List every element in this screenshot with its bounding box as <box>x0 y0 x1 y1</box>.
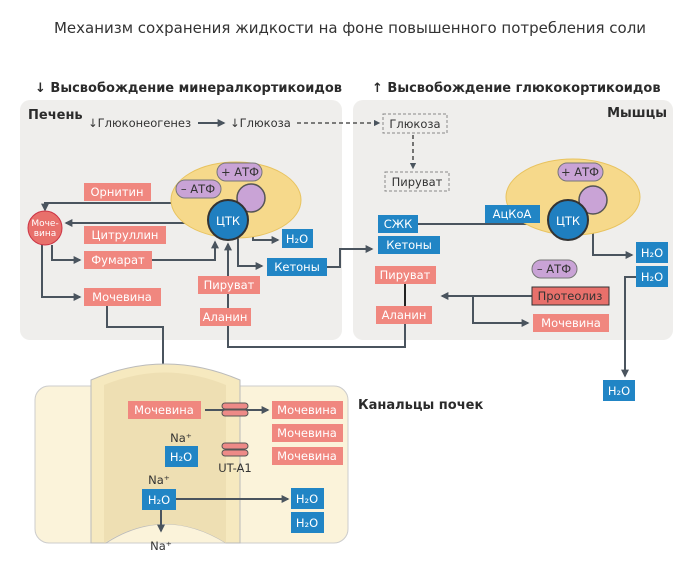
ut-a1-label: UT-A1 <box>218 461 251 475</box>
urea-cycle-text-2: вина <box>34 229 57 239</box>
muscle-etc-circle <box>578 185 608 215</box>
water-muscle-out: H₂O <box>608 384 630 398</box>
muscle-label: Мышцы <box>607 106 667 121</box>
sodium-1: Na⁺ <box>170 431 192 445</box>
fumarate: Фумарат <box>91 253 145 267</box>
liver-labels: Орнитин Цитруллин Фумарат Мочевина Пирув… <box>84 183 327 326</box>
page-title: Механизм сохранения жидкости на фоне пов… <box>54 19 646 37</box>
urea-muscle: Мочевина <box>541 316 601 330</box>
muscle-minus-atp: – АТФ <box>537 262 571 276</box>
pyruvate-box-dashed <box>384 171 450 192</box>
muscle-plus-atp-text: + АТФ <box>561 165 599 179</box>
pyruvate-liver: Пируват <box>204 278 255 292</box>
muscle-tca-circle <box>547 199 589 241</box>
glucose-label: ↓Глюкоза <box>230 116 291 130</box>
alanine-muscle: Аланин <box>382 308 427 322</box>
urea-kidney-out-1: Мочевина <box>277 403 337 417</box>
ut-a1-channel <box>221 402 249 457</box>
proteolysis: Протеолиз <box>538 289 603 303</box>
ornithine: Орнитин <box>90 185 143 199</box>
urea-cycle-text-1: Моче- <box>31 219 58 229</box>
ffa: СЖК <box>384 217 413 231</box>
pyruvate-dashed-text: Пируват <box>392 175 443 189</box>
glucose-muscle-text: Глюкоза <box>389 117 440 131</box>
alanine-liver: Аланин <box>203 310 248 324</box>
liver-etc-circle <box>236 183 266 213</box>
urea-kidney-out-3: Мочевина <box>277 449 337 463</box>
glucose-box-muscle <box>382 113 448 134</box>
urea-kidney-out-2: Мочевина <box>277 426 337 440</box>
urea-cycle-circle <box>27 210 63 246</box>
liver-minus-atp-text: – АТФ <box>181 182 215 196</box>
header-mineralocorticoids: ↓ Высвобождение минералкортикоидов <box>35 81 342 96</box>
water-liver: H₂O <box>286 232 308 246</box>
water-kidney-out-1: H₂O <box>296 492 318 506</box>
muscle-connectors <box>404 214 636 378</box>
urea-kidney-in: Мочевина <box>134 403 194 417</box>
gluconeogenesis-label: ↓Глюконеогенез <box>88 116 191 130</box>
liver-tca-circle <box>207 199 249 241</box>
ketones-muscle: Кетоны <box>386 238 432 252</box>
kidney-labels: Мочевина Мочевина Мочевина Мочевина Na⁺ … <box>128 401 343 553</box>
muscle-tca-text: ЦТК <box>556 214 580 228</box>
water-kidney-2: H₂O <box>148 493 170 507</box>
header-glucocorticoids: ↑ Высвобождение глюкокортикоидов <box>372 81 661 96</box>
water-kidney-1: H₂O <box>170 450 192 464</box>
liver-minus-atp <box>175 179 222 199</box>
liver-plus-atp <box>216 162 263 182</box>
liver-label: Печень <box>28 108 83 123</box>
water-muscle-1: H₂O <box>641 246 663 260</box>
liver-plus-atp-text: + АТФ <box>221 165 259 179</box>
pyruvate-muscle: Пируват <box>380 268 431 282</box>
kidney-label: Канальцы почек <box>358 398 483 413</box>
citrulline: Цитруллин <box>92 228 159 242</box>
muscle-plus-atp <box>557 162 604 182</box>
sodium-2: Na⁺ <box>148 473 170 487</box>
sodium-out: Na⁺ <box>150 539 172 553</box>
acetyl-coa: АцКоА <box>493 207 532 221</box>
water-muscle-2: H₂O <box>641 270 663 284</box>
water-kidney-out-2: H₂O <box>296 516 318 530</box>
muscle-labels: АцКоА СЖК Кетоны Пируват Аланин – АТФ Пр… <box>375 205 668 401</box>
urea-liver: Мочевина <box>92 290 152 304</box>
liver-tca-text: ЦТК <box>216 214 240 228</box>
ketones-liver: Кетоны <box>274 260 320 274</box>
